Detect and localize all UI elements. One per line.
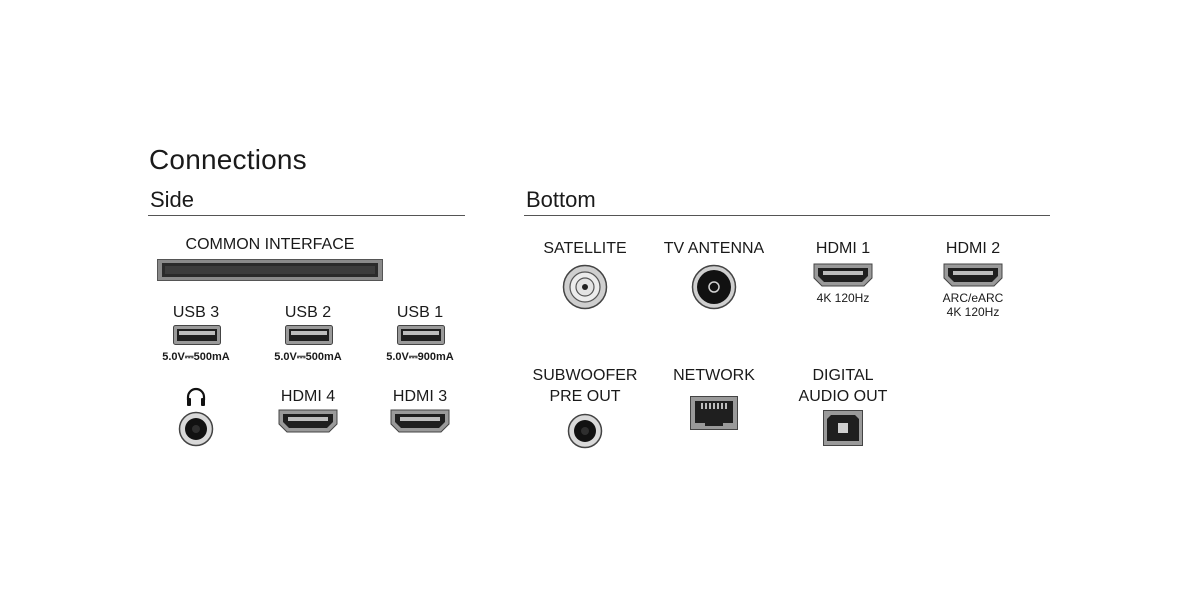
page-title: Connections bbox=[149, 144, 307, 175]
subwoofer-label-line2: PRE OUT bbox=[549, 388, 621, 405]
subwoofer-label-line1: SUBWOOFER bbox=[532, 367, 638, 384]
hdmi2-label: HDMI 2 bbox=[945, 240, 1001, 257]
hdmi3-label: HDMI 3 bbox=[392, 388, 448, 405]
digital-audio-label-line2: AUDIO OUT bbox=[798, 388, 888, 405]
hdmi-port-icon bbox=[813, 263, 873, 287]
side-divider bbox=[148, 215, 465, 216]
usb3-label: USB 3 bbox=[172, 304, 220, 321]
coax-port-icon bbox=[562, 264, 608, 310]
audio-jack-icon bbox=[178, 411, 214, 447]
bottom-divider bbox=[524, 215, 1050, 216]
usb3-spec: 5.0V⎓500mA bbox=[162, 351, 230, 363]
satellite-label: SATELLITE bbox=[543, 240, 627, 257]
ethernet-port-icon bbox=[690, 396, 738, 430]
hdmi-port-icon bbox=[390, 409, 450, 433]
usb1-spec: 5.0V⎓900mA bbox=[386, 351, 454, 363]
coax-port-icon bbox=[691, 264, 737, 310]
digital-audio-label-line1: DIGITAL bbox=[812, 367, 874, 384]
tv-antenna-label: TV ANTENNA bbox=[663, 240, 765, 257]
usb2-spec: 5.0V⎓500mA bbox=[274, 351, 342, 363]
hdmi-port-icon bbox=[278, 409, 338, 433]
optical-port-icon bbox=[823, 410, 863, 446]
audio-jack-icon bbox=[567, 413, 603, 449]
usb2-label: USB 2 bbox=[284, 304, 332, 321]
usb1-label: USB 1 bbox=[396, 304, 444, 321]
hdmi1-label: HDMI 1 bbox=[815, 240, 871, 257]
headphone-icon bbox=[185, 386, 207, 408]
common-interface-label: COMMON INTERFACE bbox=[185, 236, 355, 253]
usb-port-icon bbox=[173, 325, 221, 345]
usb-port-icon bbox=[285, 325, 333, 345]
side-heading: Side bbox=[150, 187, 195, 212]
usb-port-icon bbox=[397, 325, 445, 345]
hdmi2-spec-arc: ARC/eARC bbox=[942, 291, 1004, 305]
network-label: NETWORK bbox=[673, 367, 755, 384]
hdmi1-spec: 4K 120Hz bbox=[816, 291, 870, 305]
hdmi2-spec-4k: 4K 120Hz bbox=[946, 305, 1000, 319]
hdmi-port-icon bbox=[943, 263, 1003, 287]
common-interface-slot-icon bbox=[157, 259, 383, 281]
bottom-heading: Bottom bbox=[526, 187, 596, 212]
hdmi4-label: HDMI 4 bbox=[280, 388, 336, 405]
